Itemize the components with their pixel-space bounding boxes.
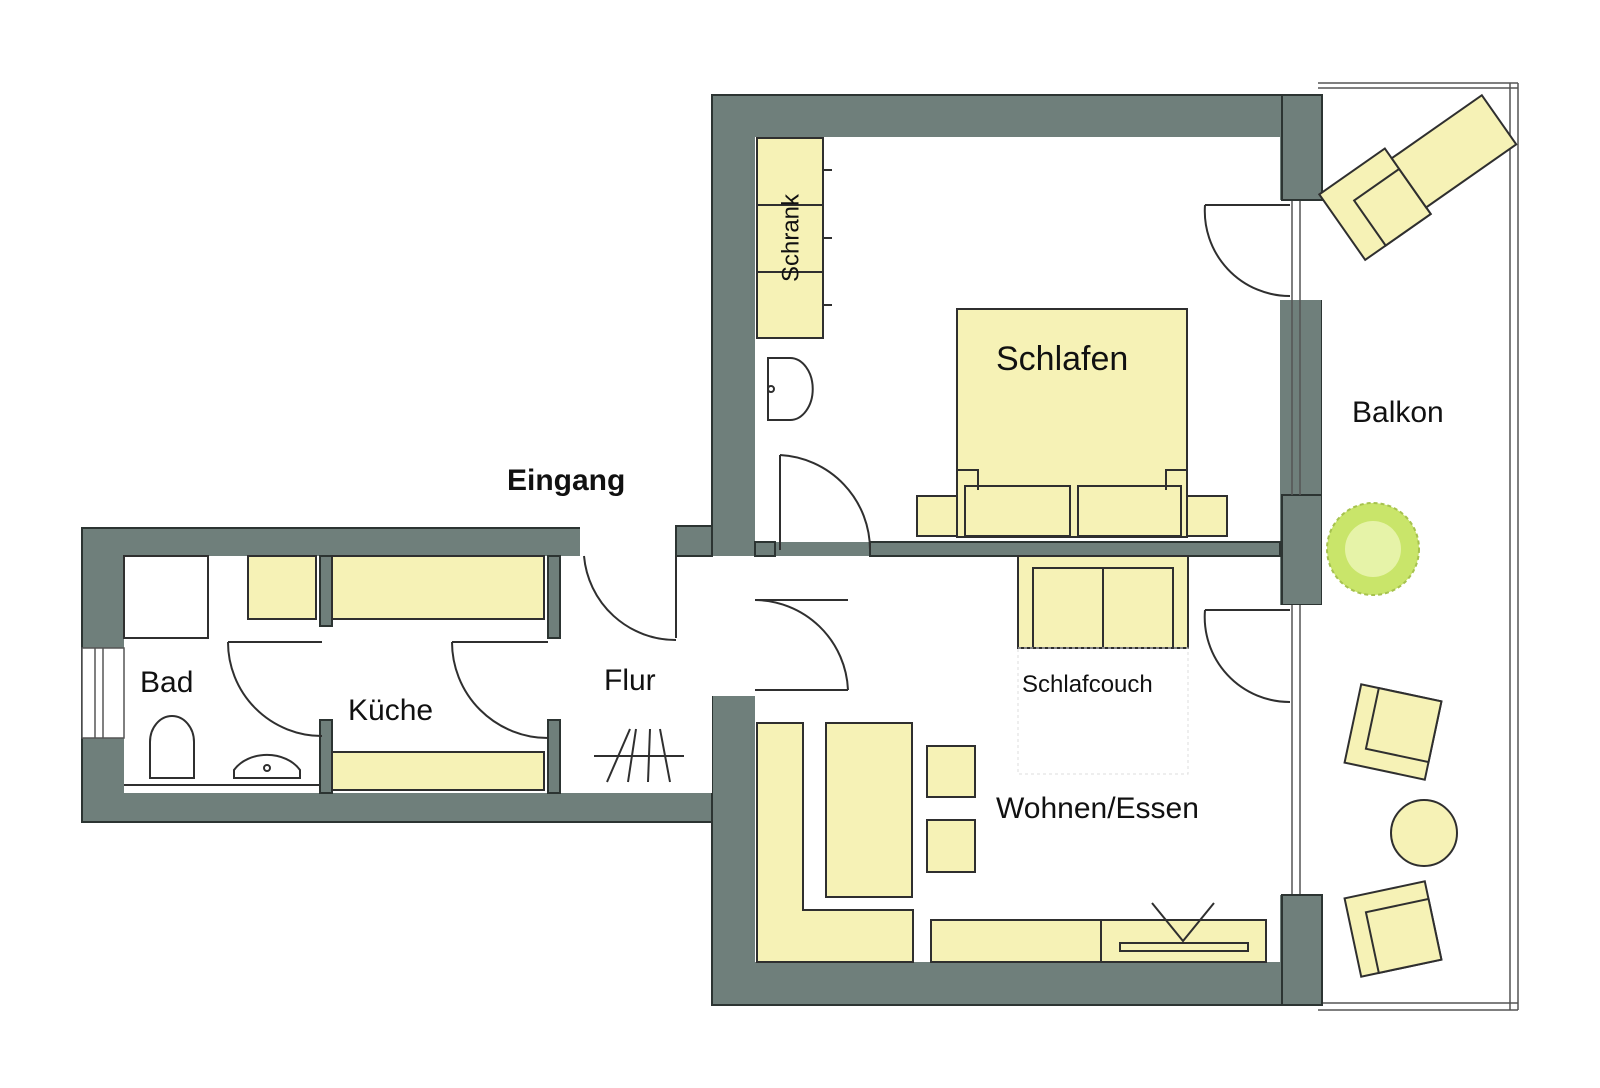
balcony-label: Balkon	[1352, 396, 1444, 429]
hall-label: Flur	[604, 664, 656, 697]
wardrobe	[756, 137, 832, 339]
balcony-furniture	[1317, 93, 1518, 978]
sofa-bed	[1017, 555, 1189, 775]
bedroom-sink	[767, 357, 814, 421]
bath-fixtures	[123, 555, 320, 786]
coat-rack	[594, 728, 684, 783]
wardrobe-label: Schrank	[777, 193, 804, 282]
kitchen-label: Küche	[348, 694, 433, 727]
living-furniture	[756, 722, 1267, 963]
bath-label: Bad	[140, 666, 193, 699]
doors	[227, 204, 1291, 739]
balcony-outline	[1281, 82, 1519, 1011]
kitchen-counters	[331, 555, 545, 791]
bedroom-label: Schlafen	[996, 340, 1128, 378]
entrance-label: Eingang	[507, 464, 625, 497]
sofa-bed-label: Schlafcouch	[1022, 671, 1153, 698]
bath-window	[81, 647, 125, 739]
double-bed	[916, 308, 1228, 538]
living-label: Wohnen/Essen	[996, 792, 1199, 825]
